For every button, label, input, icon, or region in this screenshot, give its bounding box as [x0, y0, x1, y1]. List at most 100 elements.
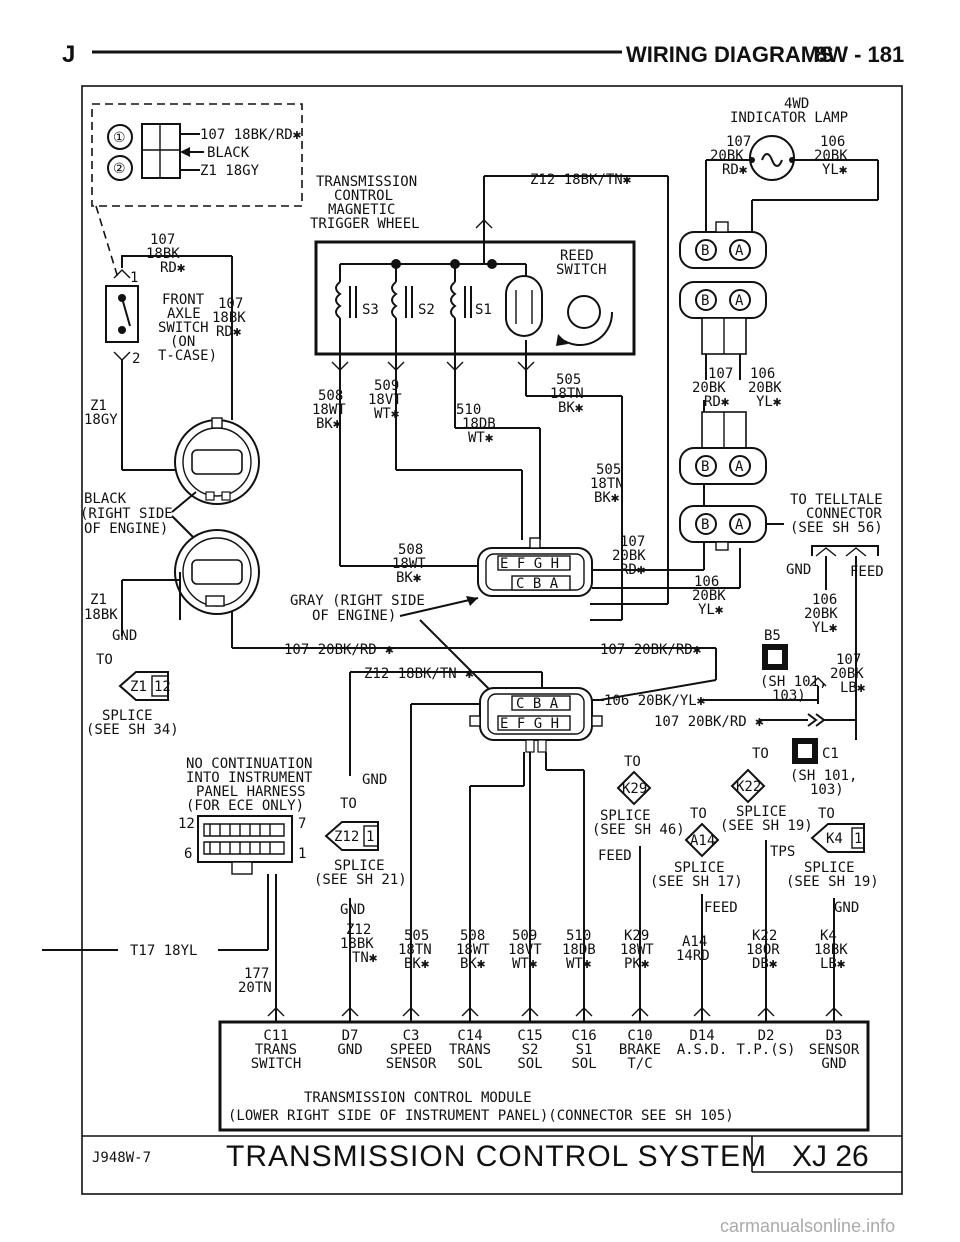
wire-z12-top: Z12 18BK/TN✱: [530, 172, 632, 188]
splice-references: TO K29 SPLICE (SEE SH 46) FEED TO A14 SP…: [592, 738, 879, 1000]
splice-21-1: SPLICE: [334, 858, 385, 874]
tcm-title: TRANSMISSION CONTROL MODULE: [304, 1090, 532, 1106]
tcm-pin-label-2: T/C: [627, 1056, 652, 1072]
coil-s2: S2: [418, 302, 435, 318]
wl-509-3: WT✱: [512, 956, 538, 972]
pin-b-2: B: [701, 293, 709, 309]
splice-34-label-2: (SEE SH 34): [86, 722, 179, 738]
switch-pin-1: 1: [130, 270, 138, 286]
diagram-frame: [81, 85, 903, 1195]
footer-code: J948W-7: [92, 1150, 151, 1166]
wire-177-num: 177: [244, 966, 269, 982]
wl-509-1: 509: [512, 928, 537, 944]
wl-k22-2: 18OR: [746, 942, 780, 958]
pin-7: 7: [298, 816, 306, 832]
b5-label: B5: [764, 628, 781, 644]
tcm-pin-label-1: TRANS: [449, 1042, 491, 1058]
splice-19a-1: SPLICE: [736, 804, 787, 820]
wire-510-num: 510: [456, 402, 481, 418]
to-2: TO: [340, 796, 357, 812]
c2-107-gauge: 20BK: [692, 380, 726, 396]
gnd-4: GND: [340, 902, 365, 918]
lamp-107-color: RD✱: [722, 162, 748, 178]
to-k29: TO: [624, 754, 641, 770]
wire-106m-num: 106: [694, 574, 719, 590]
r106-num: 106: [812, 592, 837, 608]
tcm-pin-label-2: SENSOR: [386, 1056, 437, 1072]
wl-510-2: 18DB: [562, 942, 596, 958]
splice-z1-label: Z1: [130, 679, 147, 695]
wire-510-gauge: 18DB: [462, 416, 496, 432]
lamp-106-gauge: 20BK: [814, 148, 848, 164]
splice-z12-pin: 1: [366, 829, 374, 845]
telltale-gnd: GND: [786, 562, 811, 578]
header-section: WIRING DIAGRAMS: [626, 42, 834, 67]
pin-1-label: ①: [113, 130, 126, 146]
c2-106-gauge: 20BK: [748, 380, 782, 396]
lamp-106-color: YL✱: [822, 162, 848, 178]
wl-505-2: 18TN: [398, 942, 432, 958]
lower-conn-row-efgh: E F G H: [500, 716, 559, 732]
pin-a-3: A: [735, 459, 744, 475]
wl-k22-1: K22: [752, 928, 777, 944]
pin-a-4: A: [735, 517, 744, 533]
black-conn-label-2: (RIGHT SIDE: [80, 506, 173, 522]
wl-508-2: 18WT: [456, 942, 490, 958]
c2-107-color: RD✱: [704, 394, 730, 410]
pin-b-3: B: [701, 459, 709, 475]
lower-wires: [469, 752, 585, 1000]
feed-2: FEED: [598, 848, 632, 864]
tcm-pin-id: C14: [457, 1028, 482, 1044]
splice-19a-2: (SEE SH 19): [720, 818, 813, 834]
telltale-feed: FEED: [850, 564, 884, 580]
no-cont-2: INTO INSTRUMENT: [186, 770, 313, 786]
tcm-pin-id: D2: [758, 1028, 775, 1044]
wl-509-2: 18VT: [508, 942, 542, 958]
connector-color-label: BLACK: [207, 145, 250, 161]
wire-508m-gauge: 18WT: [392, 556, 426, 572]
lamp-107-gauge: 20BK: [710, 148, 744, 164]
wl-k4-1: K4: [820, 928, 837, 944]
k29-label: K29: [622, 781, 647, 797]
wl-k22-3: DB✱: [752, 956, 778, 972]
wire-z12-mid: Z12 18BK/TN ✱: [364, 666, 474, 682]
pin-b-4: B: [701, 517, 709, 533]
trigger-label-2: CONTROL: [334, 188, 393, 204]
lamp-106-num: 106: [820, 134, 845, 150]
wire-106m-color: YL✱: [698, 602, 724, 618]
wire-509-color: WT✱: [374, 406, 400, 422]
watermark: carmanualsonline.info: [720, 1216, 895, 1236]
gray-conn-row-efgh: E F G H: [500, 556, 559, 572]
tcm-pin-chevrons: [267, 1000, 843, 1022]
tcm-wire-labels: Z12 18BK TN✱ 505 18TN BK✱ 508 18WT BK✱ 5…: [340, 922, 848, 972]
mating-engine-connector: Z1 18BK GND TO Z1 12 SPLICE (SEE SH 34): [84, 529, 700, 738]
tcm-pin-label-2: SWITCH: [251, 1056, 302, 1072]
to-a14: TO: [690, 806, 707, 822]
connector-body: [141, 123, 181, 179]
trigger-wheel-box: [314, 240, 636, 356]
black-engine-connector: BLACK (RIGHT SIDE OF ENGINE): [80, 417, 260, 541]
lower-conn-row-cba: C B A: [516, 696, 559, 712]
wire-107-long-right: 107 20BK/RD✱: [600, 642, 702, 658]
no-cont-4: (FOR ECE ONLY): [186, 798, 304, 814]
wl-508-1: 508: [460, 928, 485, 944]
tcm-pin-id: D3: [826, 1028, 843, 1044]
pin-6: 6: [184, 846, 192, 862]
wl-505-3: BK✱: [404, 956, 430, 972]
coil-s1: S1: [475, 302, 492, 318]
tcm-pin-label-1: T.P.(S): [736, 1042, 795, 1058]
splice-19b-1: SPLICE: [804, 860, 855, 876]
tcm-pin-label-1: S1: [576, 1042, 593, 1058]
wire-107-num: 107: [150, 232, 175, 248]
tcm-pin-label-2: GND: [821, 1056, 846, 1072]
wire-508m-num: 508: [398, 542, 423, 558]
reed-label-2: SWITCH: [556, 262, 607, 278]
pin-2-icon: [107, 155, 133, 181]
switch-wire-gauge: 18BK: [212, 310, 246, 326]
reed-label-1: REED: [560, 248, 594, 264]
c1-label: C1: [822, 746, 839, 762]
wire-505r-color: BK✱: [594, 490, 620, 506]
tcm-pin-id: C10: [627, 1028, 652, 1044]
k29-icon: [616, 770, 652, 806]
k4-label: K4: [826, 831, 843, 847]
